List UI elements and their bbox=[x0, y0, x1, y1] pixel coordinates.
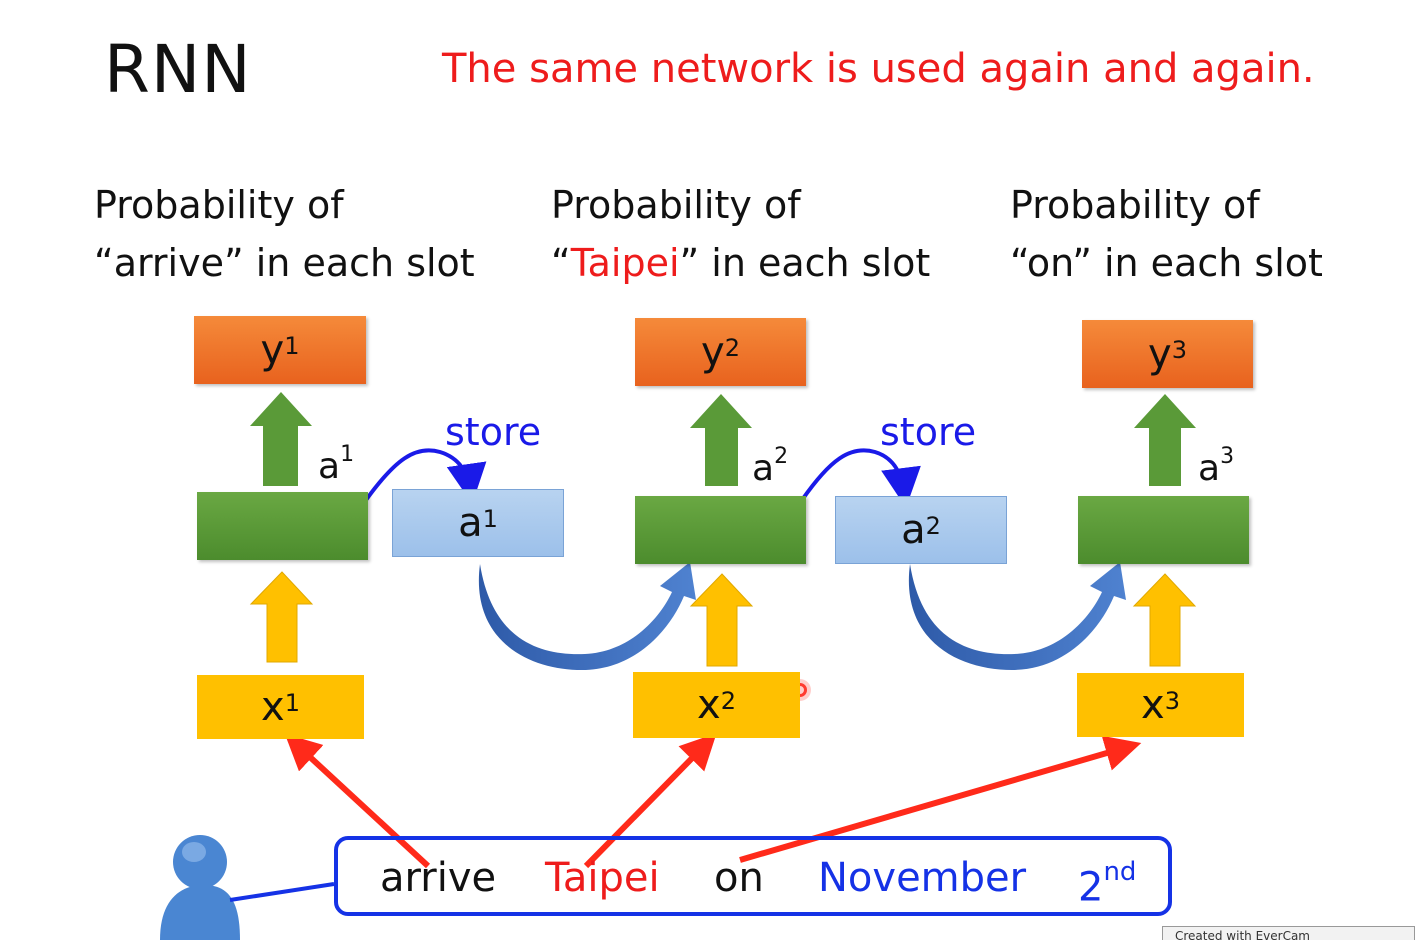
arrow-up-yellow-1 bbox=[249, 571, 314, 663]
memory-feed-arrow-1 bbox=[478, 562, 696, 670]
store-arrow-2 bbox=[800, 448, 921, 508]
hidden-label-a3: a3 bbox=[1198, 444, 1235, 489]
link-on-x3 bbox=[739, 735, 1142, 863]
sentence-box bbox=[334, 836, 1172, 916]
word-taipei: Taipei bbox=[545, 855, 660, 901]
link-arrive-x1 bbox=[284, 733, 431, 869]
caption-taipei: Probability of “Taipei” in each slot bbox=[551, 176, 930, 292]
arrow-up-yellow-2 bbox=[689, 573, 754, 667]
subtitle: The same network is used again and again… bbox=[442, 46, 1315, 92]
word-arrive: arrive bbox=[380, 855, 497, 901]
hidden-box-2 bbox=[635, 496, 806, 564]
caption-line2: “arrive” in each slot bbox=[94, 241, 475, 285]
caption-line2: “on” in each slot bbox=[1010, 241, 1323, 285]
hidden-label-a1: a1 bbox=[318, 442, 355, 487]
caption-arrive: Probability of “arrive” in each slot bbox=[94, 176, 475, 292]
arrow-up-yellow-3 bbox=[1132, 573, 1197, 667]
store-arrow-1 bbox=[364, 448, 487, 504]
link-taipei-x2 bbox=[583, 733, 717, 869]
caption-line1: Probability of bbox=[551, 183, 801, 227]
caption-line2: “Taipei” in each slot bbox=[551, 241, 931, 285]
store-label-1: store bbox=[445, 410, 542, 454]
caption-on: Probability of “on” in each slot bbox=[1010, 176, 1323, 292]
word-2nd: 2nd bbox=[1078, 857, 1137, 911]
hidden-box-1 bbox=[197, 492, 368, 560]
caption-line1: Probability of bbox=[94, 183, 344, 227]
memory-feed-arrow-2 bbox=[908, 562, 1126, 670]
word-november: November bbox=[818, 855, 1027, 901]
user-icon bbox=[160, 835, 335, 940]
hidden-box-3 bbox=[1078, 496, 1249, 564]
arrow-up-green-3 bbox=[1134, 394, 1196, 486]
page-title: RNN bbox=[104, 31, 252, 108]
arrow-up-green-1 bbox=[250, 392, 312, 486]
caption-line1: Probability of bbox=[1010, 183, 1260, 227]
arrow-up-green-2 bbox=[690, 394, 752, 486]
word-on: on bbox=[714, 855, 764, 901]
watermark: Created with EverCam bbox=[1162, 926, 1415, 940]
store-label-2: store bbox=[880, 410, 977, 454]
hidden-label-a2: a2 bbox=[752, 444, 789, 489]
